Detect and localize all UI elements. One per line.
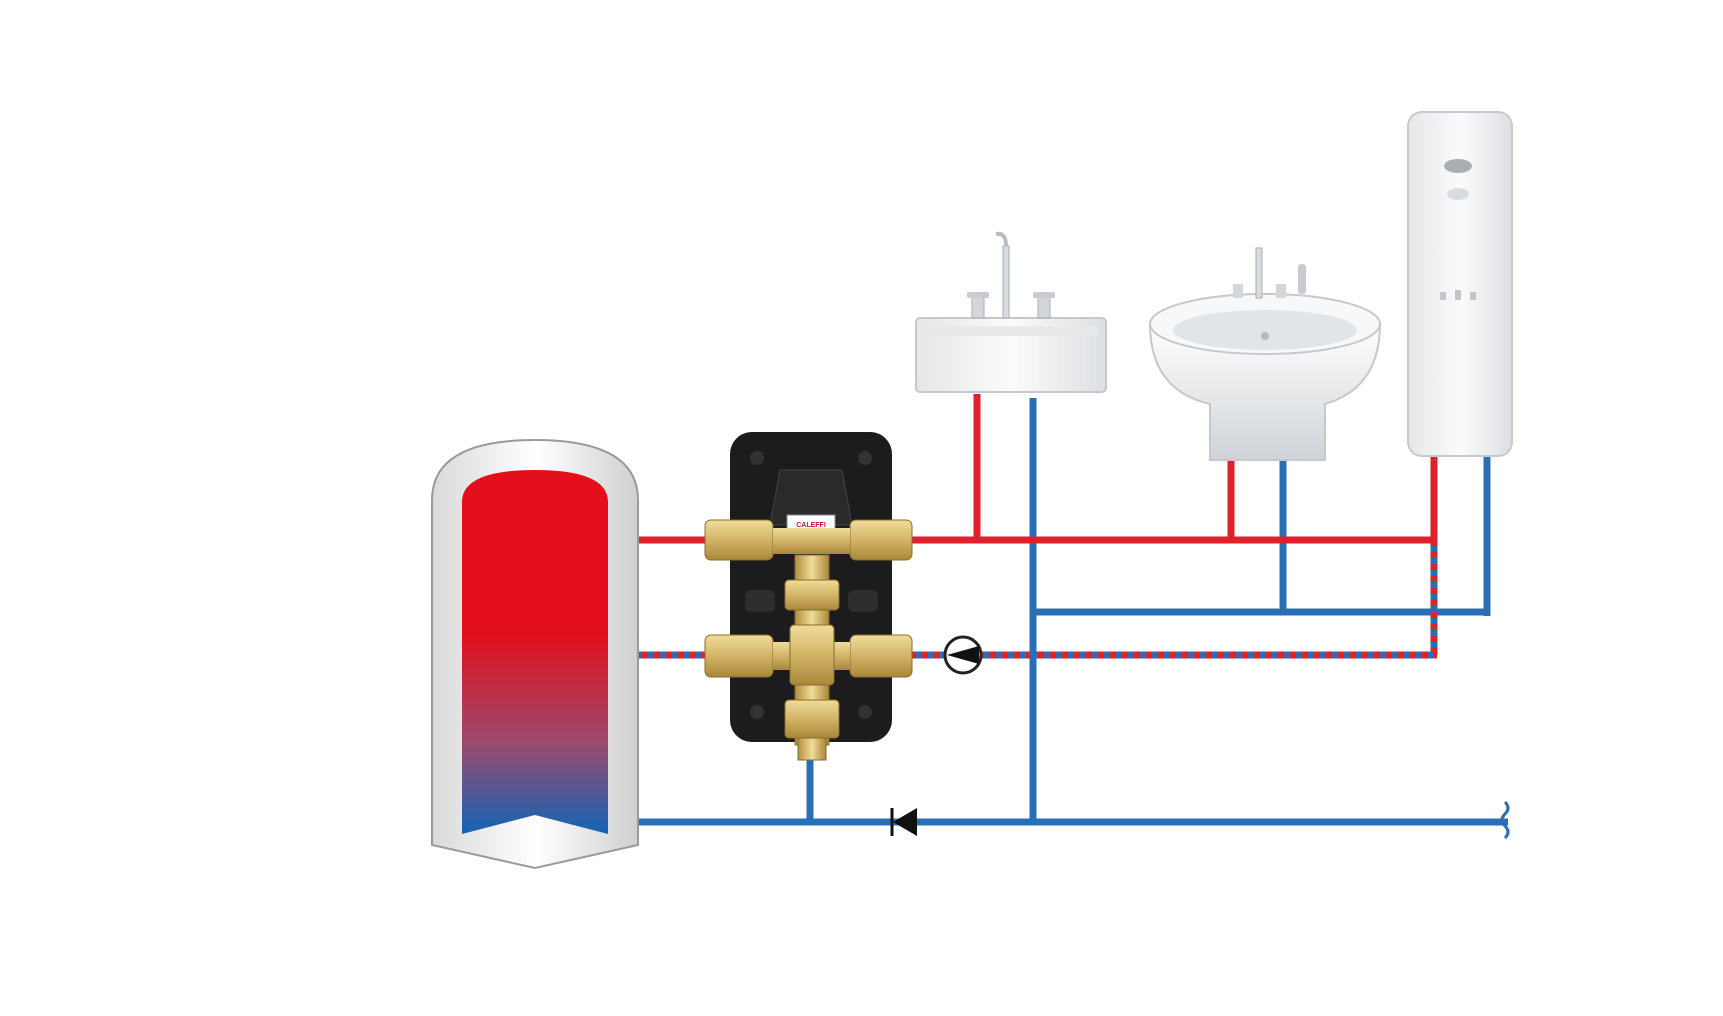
hot-outlet-fitting xyxy=(704,519,774,561)
check-valve-icon xyxy=(890,808,917,836)
circulation-pump-icon xyxy=(943,635,983,675)
tank-water-icon xyxy=(462,470,608,834)
recirculation-pipe xyxy=(630,540,1438,659)
faucet-icon xyxy=(1233,247,1306,299)
wash-basin xyxy=(915,231,1107,393)
valve-logo-text: CALEFFI xyxy=(796,522,826,529)
return-fitting xyxy=(704,634,774,678)
shower xyxy=(1407,111,1513,457)
round-basin xyxy=(1148,247,1382,461)
faucet-icon xyxy=(967,231,1055,319)
mixing-valve-station: CALEFFI xyxy=(704,432,913,761)
pipe-break-icon xyxy=(1500,800,1510,840)
shower-controls-icon xyxy=(1440,290,1476,300)
piping xyxy=(630,394,1510,840)
storage-tank xyxy=(431,438,639,870)
shower-head-icon xyxy=(1444,159,1472,200)
